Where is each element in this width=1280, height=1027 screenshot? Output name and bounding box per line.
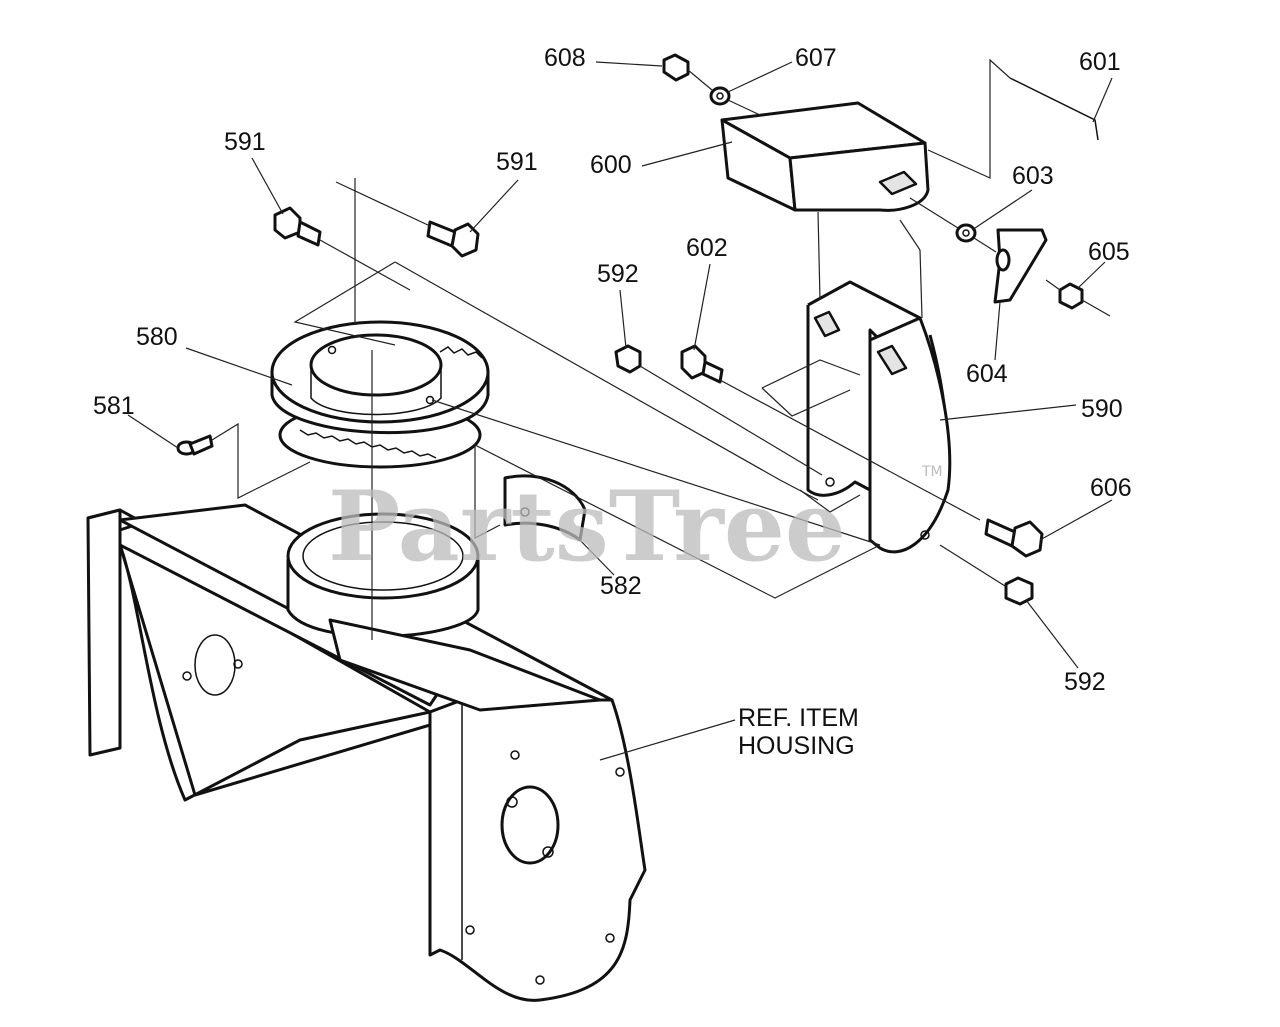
housing [86, 503, 647, 1002]
reference-label: REF. ITEM HOUSING [738, 704, 859, 760]
callout-608: 608 [544, 44, 586, 72]
reference-label-line2: HOUSING [738, 732, 855, 760]
pin [1009, 77, 1099, 141]
deflector [720, 101, 930, 212]
callout-606: 606 [1090, 474, 1132, 502]
callout-602: 602 [686, 234, 728, 262]
callout-592-lower: 592 [1064, 668, 1106, 696]
watermark: PartsTree TM [328, 464, 943, 583]
callout-600: 600 [590, 151, 632, 179]
callout-607: 607 [795, 44, 837, 72]
callout-581: 581 [93, 392, 135, 420]
callout-580: 580 [136, 323, 178, 351]
callout-603: 603 [1012, 162, 1054, 190]
callout-592-upper: 592 [597, 260, 639, 288]
chute-ring [270, 320, 490, 469]
leader-lines [127, 58, 1113, 761]
callouts: 608 607 601 600 591 591 603 605 592 602 … [93, 44, 1132, 696]
callout-604: 604 [966, 360, 1008, 388]
callout-591-right: 591 [496, 148, 538, 176]
hardware [176, 53, 1084, 606]
callout-582: 582 [600, 572, 642, 600]
callout-591-left: 591 [224, 128, 266, 156]
watermark-trademark: TM [921, 464, 943, 480]
callout-601: 601 [1079, 48, 1121, 76]
watermark-text: PartsTree [328, 470, 846, 583]
callout-605: 605 [1088, 238, 1130, 266]
reference-label-line1: REF. ITEM [738, 704, 859, 732]
callout-590: 590 [1081, 395, 1123, 423]
handle [993, 228, 1048, 304]
